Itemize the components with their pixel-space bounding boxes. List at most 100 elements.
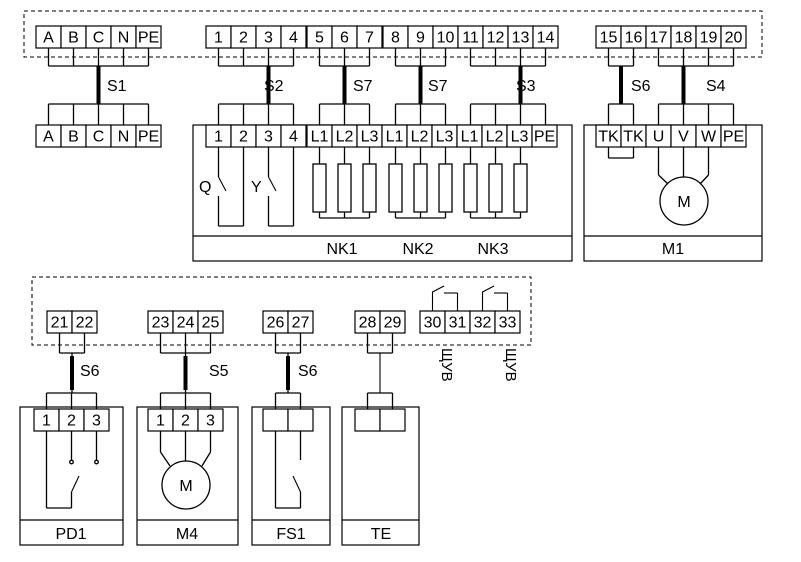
wire [201, 451, 212, 467]
device-label-te: TE [371, 526, 391, 543]
terminal-block-te [354, 408, 406, 432]
device-label-m4: M4 [176, 526, 198, 543]
terminal-11-14-label: 12 [487, 30, 505, 47]
terminal-15-16-label: 15 [600, 30, 618, 47]
terminal-23-25-label: 24 [177, 315, 195, 332]
terminal-21-22-label: 21 [51, 315, 69, 332]
device-label-fs1: FS1 [276, 526, 305, 543]
terminal-32-33-label: 33 [499, 315, 517, 332]
motor-m1-symbol [659, 176, 709, 226]
terminal-1-4-label: 1 [214, 30, 223, 47]
terminal-heater-label: PE [534, 129, 555, 146]
cable-label-s3: S3 [516, 78, 536, 95]
terminal-pd1-label: 3 [92, 413, 101, 430]
terminal-1-4-label: 2 [239, 30, 248, 47]
cable-label-s6c: S6 [298, 363, 318, 380]
terminal-5-7-label: 5 [315, 30, 324, 47]
device-label-m1: M1 [662, 241, 684, 258]
terminal-heater-label: L2 [336, 129, 354, 146]
terminal-8-10-label: 8 [391, 30, 400, 47]
terminal-motor-m1-label: PE [723, 129, 744, 146]
terminal-11-14-label: 14 [537, 30, 555, 47]
terminal-26-27-label: 26 [267, 315, 285, 332]
terminal-heater-label: L3 [361, 129, 379, 146]
terminal-heater-label: L2 [411, 129, 429, 146]
terminal-11-14-label: 11 [462, 30, 479, 47]
device-label-pd1: PD1 [55, 526, 86, 543]
terminal-te-cell [379, 408, 406, 432]
contact-label-q: Q [199, 179, 211, 196]
contact-dot [94, 459, 99, 465]
terminal-30-31-label: 30 [424, 315, 442, 332]
terminal-mains-label: B [68, 30, 79, 47]
terminal-motor-m1-label: TK [598, 129, 619, 146]
terminal-1-4-label: 4 [289, 30, 298, 47]
terminal-mains-label: C [93, 30, 105, 47]
terminal-mains-out-label: C [93, 129, 105, 146]
wire [218, 176, 227, 192]
terminal-valve-label: 1 [214, 129, 223, 146]
cable-label-s4: S4 [706, 78, 726, 95]
terminal-fs1-cell [287, 408, 314, 432]
terminal-m4-label: 1 [156, 413, 165, 430]
heater-label-nk3: NK3 [477, 241, 508, 258]
terminal-mains-label: A [43, 30, 54, 47]
terminal-30-31-label: 31 [449, 315, 467, 332]
motor-m1-letter: M [677, 194, 690, 211]
terminal-17-20-label: 19 [700, 30, 718, 47]
terminal-mains-out-label: A [43, 129, 54, 146]
terminal-28-29-label: 29 [384, 315, 402, 332]
terminal-21-22-label: 22 [76, 315, 94, 332]
terminal-m4-label: 3 [206, 413, 215, 430]
wire [268, 176, 277, 192]
terminal-heater-label: L1 [386, 129, 404, 146]
terminal-mains-out-label: PE [138, 129, 159, 146]
relay-contact [481, 285, 495, 311]
cable-label-s2: S2 [264, 78, 284, 95]
terminal-pd1-label: 2 [67, 413, 76, 430]
cable-label-s7a: S7 [353, 78, 373, 95]
motor-m4-letter: M [179, 478, 192, 495]
terminal-mains-out-label: B [68, 129, 79, 146]
shuv-label-2: ЩУВ [502, 348, 519, 382]
terminal-heater-label: L1 [461, 129, 479, 146]
terminal-23-25-label: 23 [152, 315, 170, 332]
terminal-pd1-label: 1 [42, 413, 51, 430]
terminal-15-16-label: 16 [625, 30, 643, 47]
terminal-mains-label: PE [138, 30, 159, 47]
terminal-valve-label: 2 [239, 129, 248, 146]
motor-m4-symbol [161, 460, 211, 510]
terminal-fs1-cell [262, 408, 289, 432]
shuv-label-1: ЩУВ [438, 348, 455, 382]
terminal-m4-label: 2 [181, 413, 190, 430]
terminal-8-10-label: 10 [437, 30, 455, 47]
terminal-block-21-22: 21 22 [46, 310, 98, 334]
terminal-17-20-label: 17 [650, 30, 668, 47]
wire [699, 174, 709, 185]
terminal-motor-m1-label: TK [623, 129, 644, 146]
cable-label-s6a: S6 [631, 78, 651, 95]
terminal-1-4-label: 3 [264, 30, 273, 47]
wiring-lines [45, 48, 735, 509]
terminal-block-fs1 [262, 408, 314, 432]
terminal-valve-label: 3 [264, 129, 273, 146]
terminal-block-11-14: 11 12 13 14 [457, 25, 559, 49]
terminal-5-7-label: 6 [340, 30, 349, 47]
terminal-11-14-label: 13 [512, 30, 530, 47]
terminal-motor-m1-label: W [701, 129, 717, 146]
wire [159, 451, 171, 467]
valve-heater-block [192, 124, 573, 262]
terminal-5-7-label: 7 [365, 30, 374, 47]
terminal-17-20-label: 18 [675, 30, 693, 47]
cable-label-s5: S5 [209, 363, 229, 380]
